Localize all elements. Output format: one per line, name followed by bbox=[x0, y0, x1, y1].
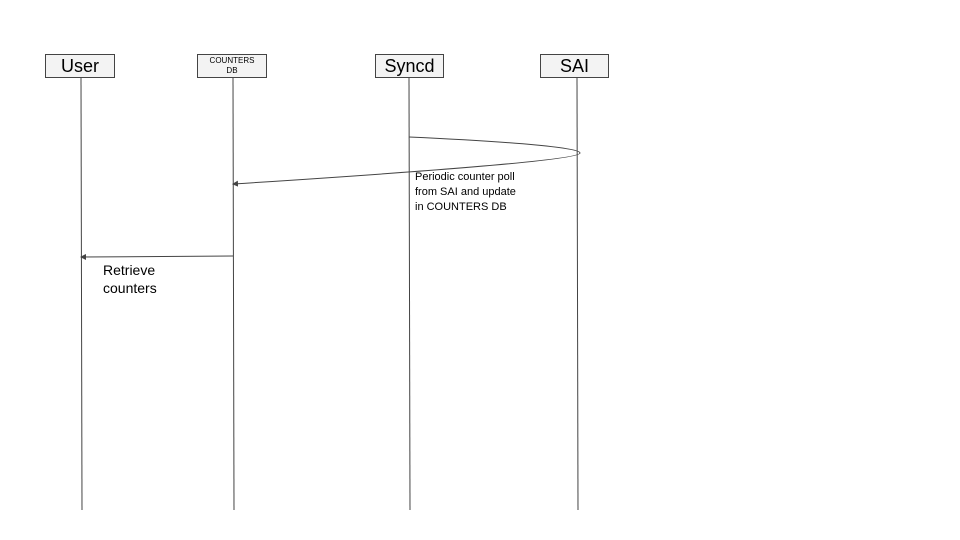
actor-syncd-label: Syncd bbox=[384, 56, 435, 76]
actor-user: User bbox=[45, 54, 115, 78]
actor-sai: SAI bbox=[540, 54, 609, 78]
actor-sai-label: SAI bbox=[559, 56, 589, 76]
actor-counters-db-label: COUNTERS DB bbox=[209, 56, 255, 75]
actor-syncd: Syncd bbox=[375, 54, 444, 78]
message-poll-arrow bbox=[232, 136, 581, 187]
actor-user-label: User bbox=[60, 56, 99, 76]
message-poll-label: Periodic counter poll from SAI and updat… bbox=[415, 171, 516, 213]
lifeline-sai bbox=[576, 77, 579, 511]
message-retrieve-arrow bbox=[80, 253, 234, 260]
actor-counters-db: COUNTERS DB bbox=[197, 54, 267, 78]
lifeline-counters-db bbox=[232, 77, 235, 511]
lifeline-user bbox=[80, 77, 83, 511]
lifeline-syncd bbox=[408, 77, 411, 511]
message-retrieve-label: Retrieve counters bbox=[103, 262, 157, 296]
